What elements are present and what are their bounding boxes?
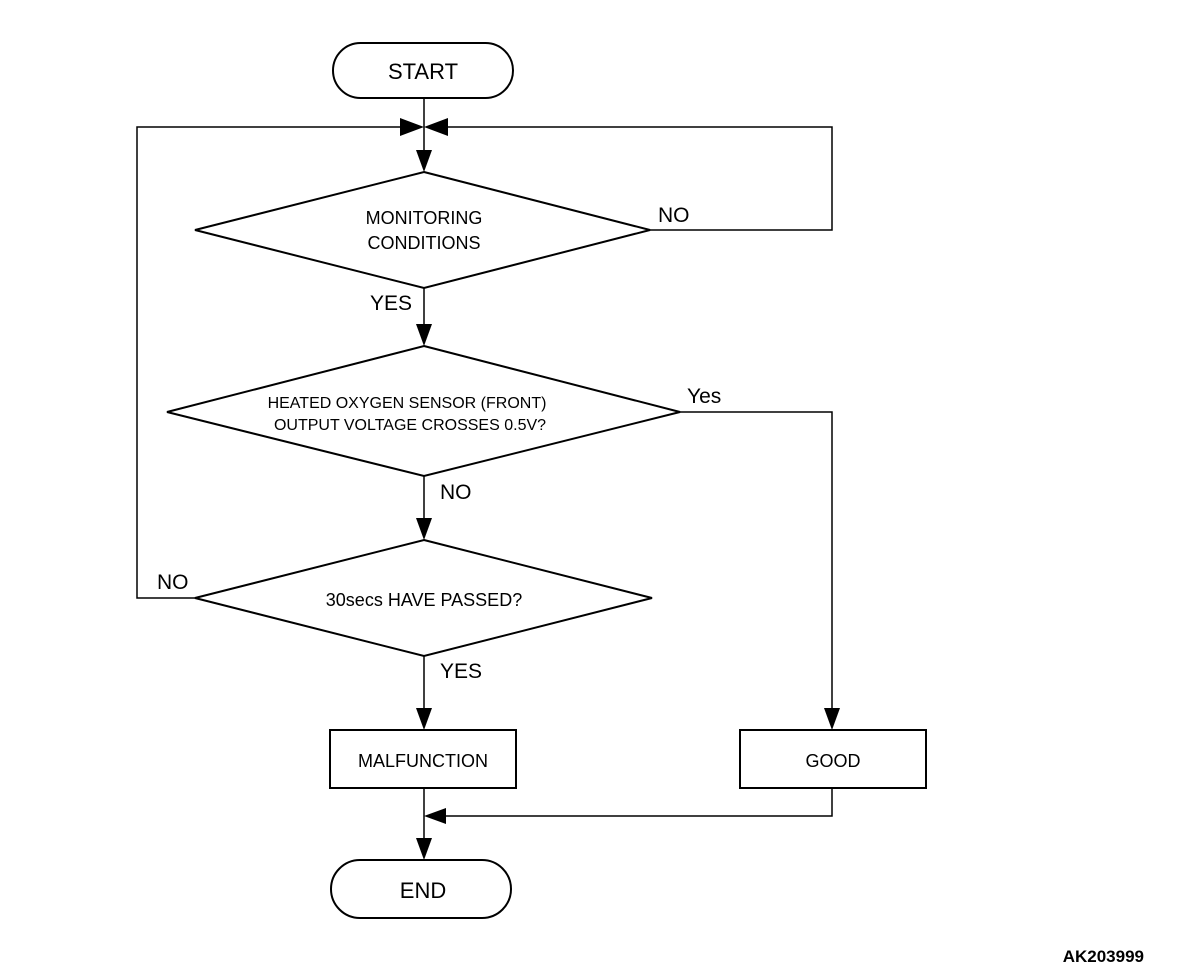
start-label: START	[388, 59, 458, 84]
good-box	[739, 729, 927, 789]
connector-good-to-end	[436, 788, 833, 817]
sensor-label-line2: OUTPUT VOLTAGE CROSSES 0.5V?	[274, 417, 546, 434]
sensor-label-line1: HEATED OXYGEN SENSOR (FRONT)	[268, 395, 547, 412]
sensor-no-label: NO	[440, 481, 472, 504]
sensor-yes-label: Yes	[687, 385, 721, 408]
arrowhead-into-end-merge	[424, 808, 446, 824]
figure-code: AK203999	[1063, 947, 1144, 966]
connector-monitoring-no-loop	[436, 126, 833, 231]
sensor-decision	[166, 344, 681, 478]
arrowhead-into-sensor	[416, 324, 432, 346]
monitoring-yes-label: YES	[370, 292, 412, 315]
arrowhead-into-end	[416, 838, 432, 860]
arrowhead-into-malfunction	[416, 708, 432, 730]
arrowhead-into-monitoring	[416, 150, 432, 172]
arrowhead-into-good	[824, 708, 840, 730]
arrowhead-into-timer	[416, 518, 432, 540]
monitoring-label-line2: CONDITIONS	[367, 233, 480, 253]
timer-decision	[194, 538, 653, 658]
end-terminator	[330, 859, 512, 919]
arrowhead-into-merge-left	[400, 118, 424, 136]
monitoring-no-label: NO	[658, 204, 690, 227]
arrowhead-into-merge-right	[424, 118, 448, 136]
timer-label: 30secs HAVE PASSED?	[326, 590, 522, 610]
connector-sensor-yes	[680, 411, 833, 718]
monitoring-decision	[194, 170, 651, 290]
good-label: GOOD	[805, 751, 860, 771]
monitoring-label-line1: MONITORING	[366, 208, 483, 228]
malfunction-box	[329, 729, 517, 789]
timer-no-label: NO	[157, 571, 189, 594]
connector-timer-no-loop	[136, 126, 410, 599]
timer-yes-label: YES	[440, 660, 482, 683]
end-label: END	[400, 878, 446, 903]
malfunction-label: MALFUNCTION	[358, 751, 488, 771]
start-terminator	[332, 42, 514, 99]
